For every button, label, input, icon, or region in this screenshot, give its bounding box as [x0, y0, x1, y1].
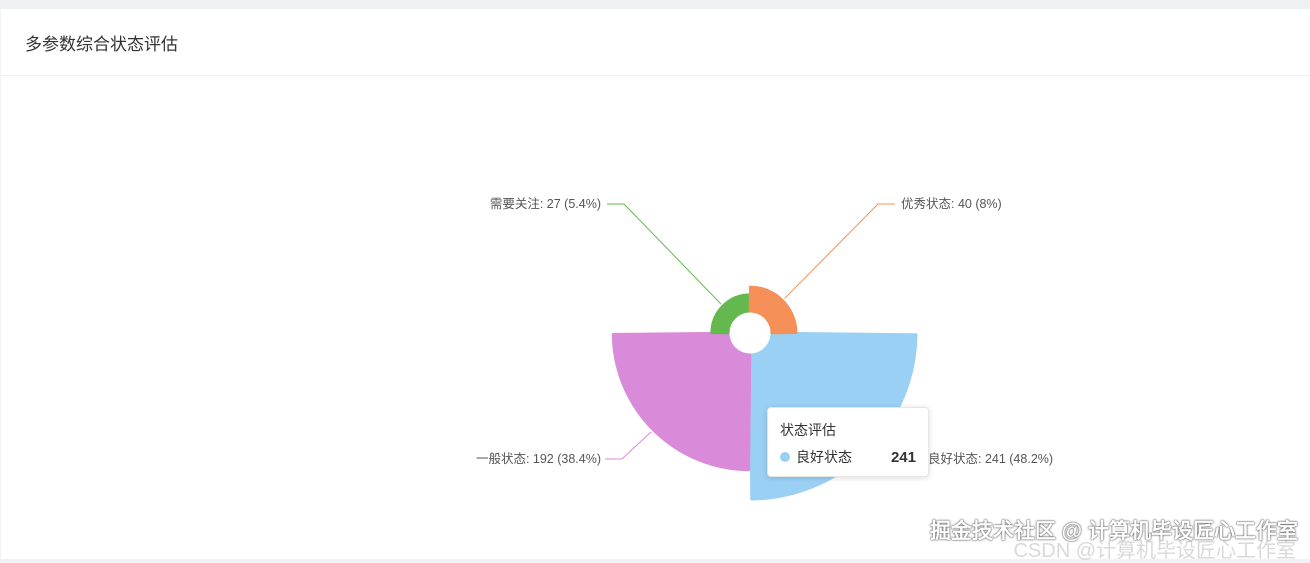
card-title: 多参数综合状态评估 [1, 9, 1310, 76]
tooltip-row: 良好状态 241 [780, 447, 916, 467]
label-normal: 一般状态: 192 (38.4%) [476, 451, 601, 466]
tooltip-value: 241 [890, 448, 916, 466]
label-line-2 [607, 203, 722, 305]
tooltip: 状态评估 良好状态 241 [767, 407, 929, 477]
label-line-1 [605, 431, 652, 460]
tooltip-title: 状态评估 [780, 422, 836, 438]
label-line-3 [784, 203, 895, 299]
watermark: 掘金技术社区 @ 计算机毕设匠心工作室 [929, 520, 1298, 543]
slice-1[interactable] [611, 331, 752, 472]
label-good: 良好状态: 241 (48.2%) [928, 451, 1053, 466]
label-attention: 需要关注: 27 (5.4%) [490, 196, 601, 211]
tooltip-name: 良好状态 [796, 449, 852, 465]
top-strip [0, 0, 1310, 9]
slice-3[interactable] [748, 285, 798, 335]
chart-card: 多参数综合状态评估 [1, 9, 1310, 559]
series-dot-icon [780, 452, 790, 462]
label-excellent: 优秀状态: 40 (8%) [901, 197, 1002, 211]
watermark-secondary: CSDN @计算机毕设匠心工作室 [1013, 540, 1296, 562]
